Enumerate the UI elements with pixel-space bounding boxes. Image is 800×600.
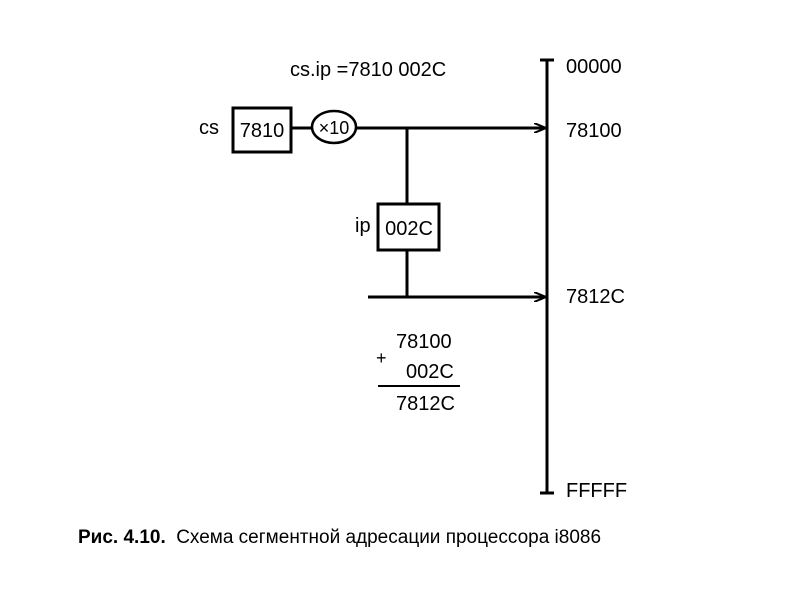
ip-label: ip [355, 215, 371, 237]
ip-value: 002C [385, 218, 433, 240]
cs-register-box [231, 106, 293, 154]
address-end-label: FFFFF [566, 480, 627, 502]
sum-addend2: 002C [406, 361, 454, 383]
address-physical-label: 7812C [566, 286, 625, 308]
multiplier-label: ×10 [319, 118, 350, 138]
address-start-label: 00000 [566, 56, 622, 78]
cs-label: cs [199, 117, 219, 139]
figure-caption: Рис. 4.10. Схема сегментной адресации пр… [78, 527, 601, 548]
cs-value: 7810 [240, 120, 285, 142]
sum-addend1: 78100 [396, 331, 452, 353]
caption-number: Рис. 4.10. [78, 527, 166, 548]
formula-label: cs.ip =7810 002C [290, 59, 446, 81]
address-segment-base-label: 78100 [566, 120, 622, 142]
sum-result: 7812C [396, 393, 455, 415]
sum-plus-sign: + [376, 348, 387, 368]
caption-text: Схема сегментной адресации процессора i8… [176, 527, 601, 548]
